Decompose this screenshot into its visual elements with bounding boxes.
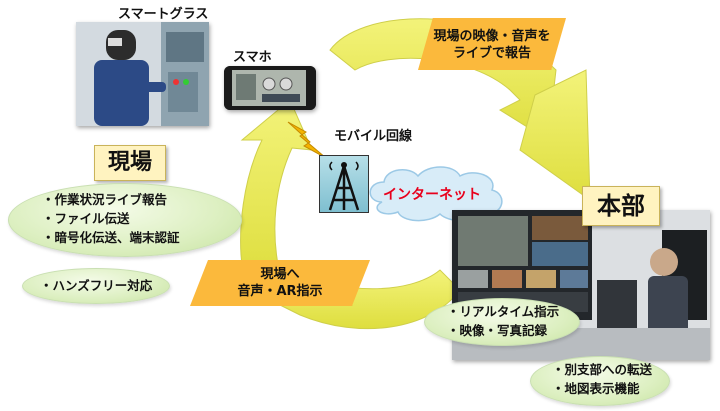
handsfree-bubble	[22, 268, 170, 304]
bottom-banner: 現場へ 音声・AR指示	[190, 260, 370, 306]
site-feature-3: ・暗号化伝送、端末認証	[42, 230, 180, 245]
mobile-line-label: モバイル回線	[334, 129, 413, 144]
internet-label: インターネット	[383, 187, 481, 203]
handsfree-label: ・ハンズフリー対応	[40, 278, 153, 293]
hq-title: 本部	[582, 186, 660, 226]
bottom-banner-line-1: 現場へ	[260, 267, 300, 282]
hq-feature-2: ・映像・写真記録	[447, 323, 548, 338]
hq-extra-1: ・別支部への転送	[552, 362, 653, 377]
hq-features-bubble	[424, 298, 580, 346]
top-banner-line-1: 現場の映像・音声を	[433, 29, 551, 44]
hq-extra-bubble	[530, 356, 670, 406]
top-banner-line-2: ライブで報告	[452, 46, 531, 61]
smart-glasses-photo	[76, 22, 209, 126]
site-features-bubble	[8, 183, 242, 257]
cloud-icon	[369, 166, 503, 222]
site-feature-1: ・作業状況ライブ報告	[42, 192, 168, 207]
smart-glasses-label: スマートグラス	[118, 7, 209, 22]
antenna-tower-icon	[319, 155, 369, 213]
hq-photo	[452, 210, 710, 360]
hq-feature-1: ・リアルタイム指示	[447, 304, 560, 319]
site-feature-2: ・ファイル伝送	[42, 211, 130, 226]
hq-extra-2: ・地図表示機能	[552, 381, 640, 396]
top-banner: 現場の映像・音声を ライブで報告	[418, 18, 566, 70]
smartphone-image	[224, 66, 316, 110]
site-title: 現場	[94, 145, 166, 181]
bottom-banner-line-2: 音声・AR指示	[237, 284, 323, 299]
smartphone-label: スマホ	[233, 50, 272, 65]
